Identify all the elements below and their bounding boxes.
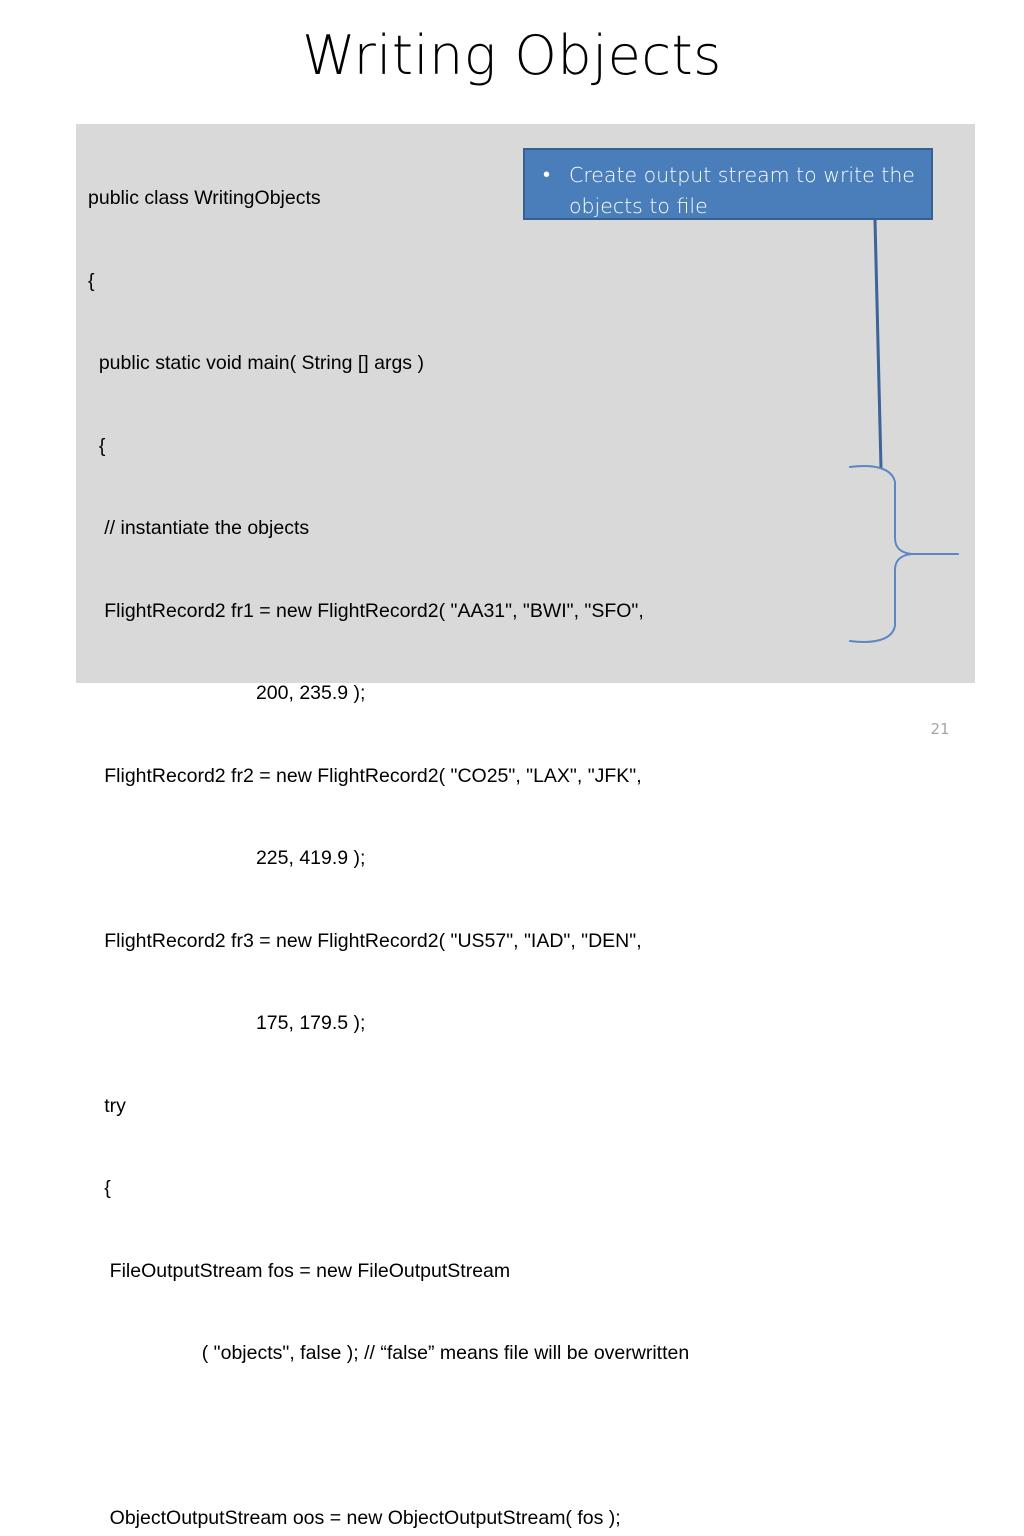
code-line: public class WritingObjects	[88, 187, 321, 209]
code-listing: public class WritingObjects { public sta…	[88, 130, 968, 1536]
page-number: 21	[930, 720, 950, 738]
code-line: FlightRecord2 fr2 = new FlightRecord2( "…	[88, 764, 642, 787]
code-line: // instantiate the objects	[88, 517, 310, 539]
code-line: FileOutputStream fos = new FileOutputStr…	[88, 1259, 511, 1282]
code-line: {	[88, 1177, 111, 1199]
code-line: ( "objects", false ); // “false” means f…	[88, 1342, 690, 1364]
code-line: FlightRecord2 fr1 = new FlightRecord2( "…	[88, 599, 644, 622]
callout-row: • Create output stream to write the obje…	[539, 160, 921, 222]
code-line: 200, 235.9 );	[88, 682, 366, 704]
code-line: try	[88, 1094, 126, 1117]
code-line: 225, 419.9 );	[88, 847, 366, 869]
code-line: ObjectOutputStream oos = new ObjectOutpu…	[88, 1507, 621, 1529]
code-line: {	[88, 434, 106, 457]
code-line: FlightRecord2 fr3 = new FlightRecord2( "…	[88, 929, 642, 952]
code-line-blank	[88, 1423, 968, 1451]
code-line: 175, 179.5 );	[88, 1012, 366, 1034]
code-line: {	[88, 269, 95, 292]
code-line: public static void main( String [] args …	[88, 352, 424, 374]
callout-text: Create output stream to write the object…	[569, 163, 915, 218]
bullet-icon: •	[543, 164, 551, 186]
callout-box: • Create output stream to write the obje…	[523, 148, 933, 220]
page-title: Writing Objects	[302, 24, 722, 87]
